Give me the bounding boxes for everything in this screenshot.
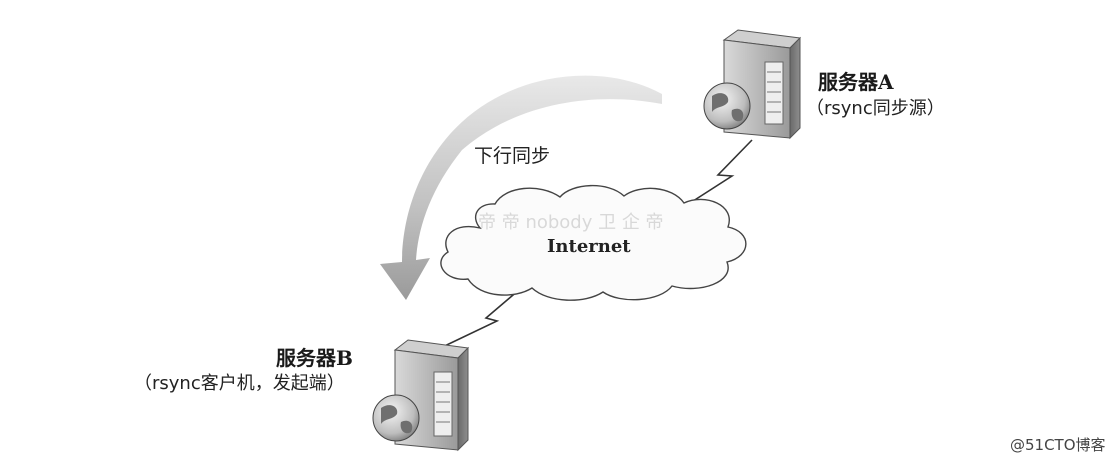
curved-arrow-icon: [380, 75, 662, 300]
sync-direction-label: 下行同步: [474, 145, 551, 167]
faint-background-text: 帝 帝 nobody 卫 企 帝: [478, 212, 664, 233]
globe-icon: [703, 82, 751, 130]
server-b-role: （rsync客户机，发起端）: [134, 373, 345, 394]
lightning-link-icon: [431, 139, 753, 353]
server-a-role: （rsync同步源）: [806, 98, 945, 119]
cloud-icon: [440, 184, 747, 301]
server-a-name: 服务器A: [818, 70, 894, 94]
internet-label: Internet: [547, 236, 631, 257]
server-b-name: 服务器B: [276, 346, 353, 370]
watermark: @51CTO博客: [1010, 436, 1106, 454]
globe-icon: [372, 394, 420, 442]
